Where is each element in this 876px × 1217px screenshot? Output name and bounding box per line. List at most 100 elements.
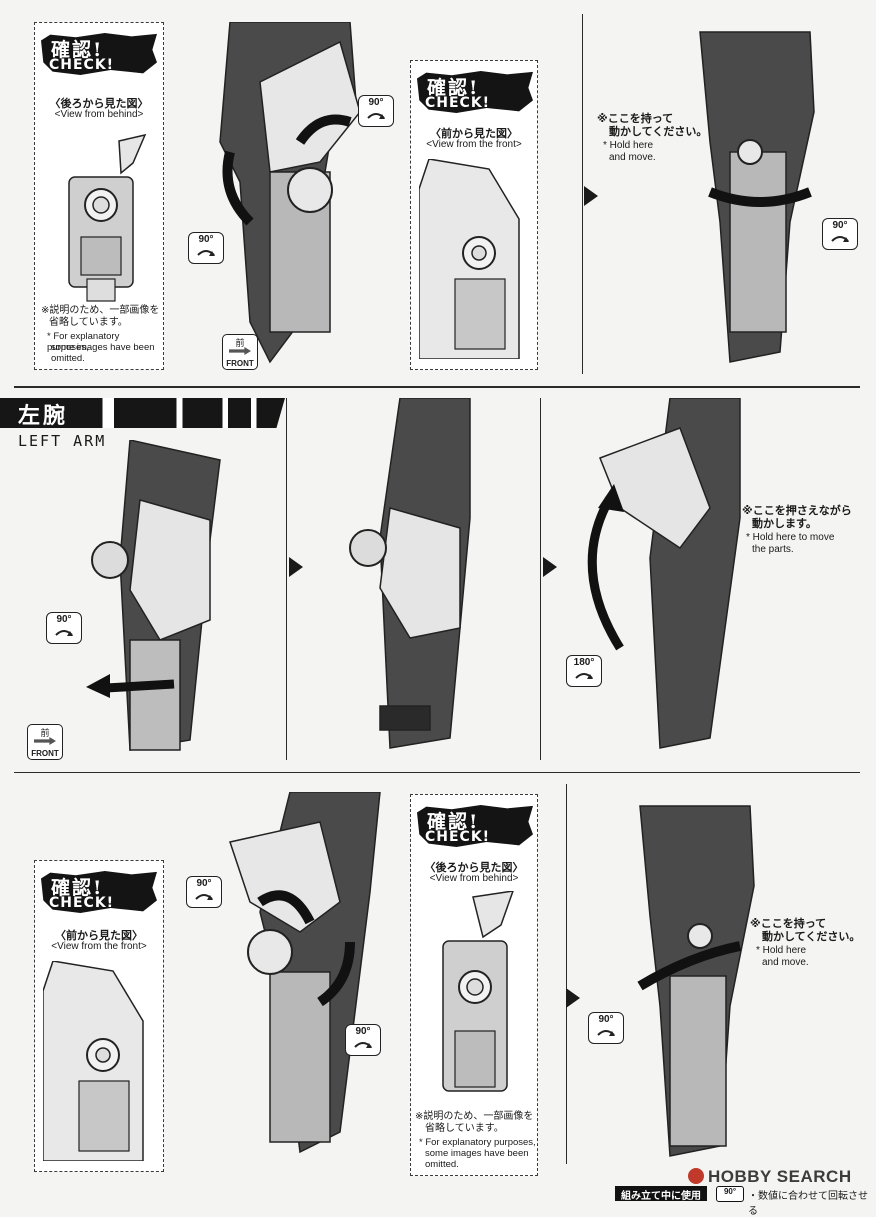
hold-note-jp-line2: 動かしてください。 (762, 931, 861, 943)
front-direction-badge: 前 FRONT (222, 334, 258, 370)
column-divider-top (582, 14, 583, 374)
arm-part-front-illustration (419, 159, 520, 359)
arm-illustration-step3 (587, 398, 741, 749)
rotate-90-badge: 90° (358, 95, 394, 127)
view-label-jp: 〈前から見た図〉 (55, 930, 143, 942)
rotation-degree: 90° (56, 614, 72, 625)
view-label-en: <View from behind> (54, 109, 144, 120)
column-divider-bottom (566, 784, 567, 1164)
check-title-jp: 確認! (51, 39, 104, 61)
row-divider-top (14, 386, 860, 388)
check-badge: 確認! CHECK! (417, 67, 533, 117)
check-title-en: CHECK! (425, 95, 491, 111)
rotate-180-badge: 180° (566, 655, 602, 687)
front-badge-en: FRONT (226, 359, 254, 368)
hold-note-en-line2: and move. (762, 957, 809, 968)
front-arrow-icon (34, 737, 56, 745)
hold-note-en-line2: and move. (609, 152, 656, 163)
rotate-90-badge: 90° (822, 218, 858, 250)
footer-legend-text: ・数値に合わせて回転させる (748, 1191, 868, 1217)
rotate-icon (597, 1030, 615, 1036)
rotate-icon (831, 236, 849, 242)
section-title-jp: 左腕 (18, 403, 69, 429)
rotation-degree: 90° (368, 97, 384, 108)
arm-main-illustration-bottom-right (637, 805, 755, 1157)
front-badge-en: FRONT (31, 749, 59, 758)
check-badge: 確認! CHECK! (41, 867, 157, 917)
step-arrow-icon (289, 557, 303, 577)
check-box-behind-top: 確認! CHECK! 〈後ろから見た図〉 <View from behind> … (34, 22, 164, 370)
rotation-degree: 90° (196, 878, 212, 889)
check-box-front-bottom: 確認! CHECK! 〈前から見た図〉 <View from the front… (34, 860, 164, 1172)
check-box-behind-bottom: 確認! CHECK! 〈後ろから見た図〉 <View from behind> … (410, 794, 538, 1176)
check-title-en: CHECK! (49, 895, 115, 911)
rotation-degree: 180° (573, 657, 595, 668)
view-label-jp: 〈後ろから見た図〉 (424, 862, 524, 874)
hold-note-jp-line1: ※ここを持って (750, 918, 827, 930)
front-badge-jp: 前 (235, 338, 245, 348)
check-badge: 確認! CHECK! (41, 29, 157, 79)
press-note-jp-line2: 動かします。 (752, 518, 817, 530)
rotate-icon (367, 113, 385, 119)
check-title-jp: 確認! (427, 811, 480, 833)
note-jp-line1: ※説明のため、一部画像を (41, 305, 160, 316)
step-arrow-icon (566, 988, 580, 1008)
check-title-jp: 確認! (427, 77, 480, 99)
rotate-icon (575, 673, 593, 679)
note-jp-line1: ※説明のため、一部画像を (415, 1111, 534, 1122)
rotate-icon (55, 630, 73, 636)
front-direction-badge: 前 FRONT (27, 724, 63, 760)
rotation-degree: 90° (598, 1014, 614, 1025)
front-arrow-icon (229, 347, 251, 355)
brush-stroke (41, 33, 157, 75)
view-label-en: <View from the front> (426, 139, 522, 150)
check-badge: 確認! CHECK! (417, 801, 533, 851)
arm-part-front-illustration (43, 961, 144, 1161)
check-title-en: CHECK! (49, 57, 115, 73)
check-title-jp: 確認! (51, 877, 104, 899)
hold-note-jp-line1: ※ここを持って (597, 113, 674, 125)
rotate-90-badge: 90° (186, 876, 222, 908)
arm-part-behind-illustration (68, 133, 147, 302)
arm-part-behind-illustration (442, 891, 514, 1092)
rotate-90-badge: 90° (345, 1024, 381, 1056)
check-title-en: CHECK! (425, 829, 491, 845)
column-divider-mid-1 (286, 398, 287, 760)
note-en-line3: omitted. (51, 353, 85, 364)
brush-stroke (417, 805, 533, 847)
step-arrow-icon (543, 557, 557, 577)
arm-illustration-step1 (91, 440, 221, 751)
arm-main-illustration-top (219, 22, 361, 364)
watermark-text: HOBBY SEARCH (708, 1167, 852, 1186)
brush-stroke (41, 871, 157, 913)
rotation-degree: 90° (355, 1026, 371, 1037)
hobby-search-logo-icon (688, 1168, 704, 1184)
rotate-90-badge: 90° (46, 612, 82, 644)
press-note-en-line1: * Hold here to move (746, 532, 835, 543)
note-en-line2: some images have been (425, 1148, 529, 1159)
brush-stroke (417, 71, 533, 113)
footer-label: 組み立て中に使用 (615, 1186, 707, 1202)
column-divider-mid-2 (540, 398, 541, 760)
note-en-line1: * For explanatory purposes, (47, 331, 120, 353)
note-en-line3: omitted. (425, 1159, 459, 1170)
direction-arrow-left (86, 674, 175, 698)
view-label-en: <View from the front> (51, 941, 147, 952)
row-divider-middle (14, 772, 860, 773)
note-en-line2: some images have been (51, 342, 155, 353)
watermark: HOBBY SEARCH (688, 1167, 852, 1187)
rotate-icon (197, 250, 215, 256)
rotate-icon (354, 1042, 372, 1048)
arm-illustration-step2 (349, 398, 471, 749)
rotate-90-badge: 90° (588, 1012, 624, 1044)
view-label-jp: 〈前から見た図〉 (430, 128, 518, 140)
hold-note-en-line1: * Hold here (756, 945, 807, 956)
arm-main-illustration-top-right (699, 31, 815, 363)
hold-note-jp-line2: 動かしてください。 (609, 126, 708, 138)
rotate-90-badge: 90° (188, 232, 224, 264)
section-header-bar (0, 398, 285, 428)
note-jp-line2: 省略しています。 (425, 1123, 504, 1134)
check-box-front-top: 確認! CHECK! 〈前から見た図〉 <View from the front… (410, 60, 538, 370)
rotation-degree: 90° (198, 234, 214, 245)
press-note-en-line2: the parts. (752, 544, 794, 555)
